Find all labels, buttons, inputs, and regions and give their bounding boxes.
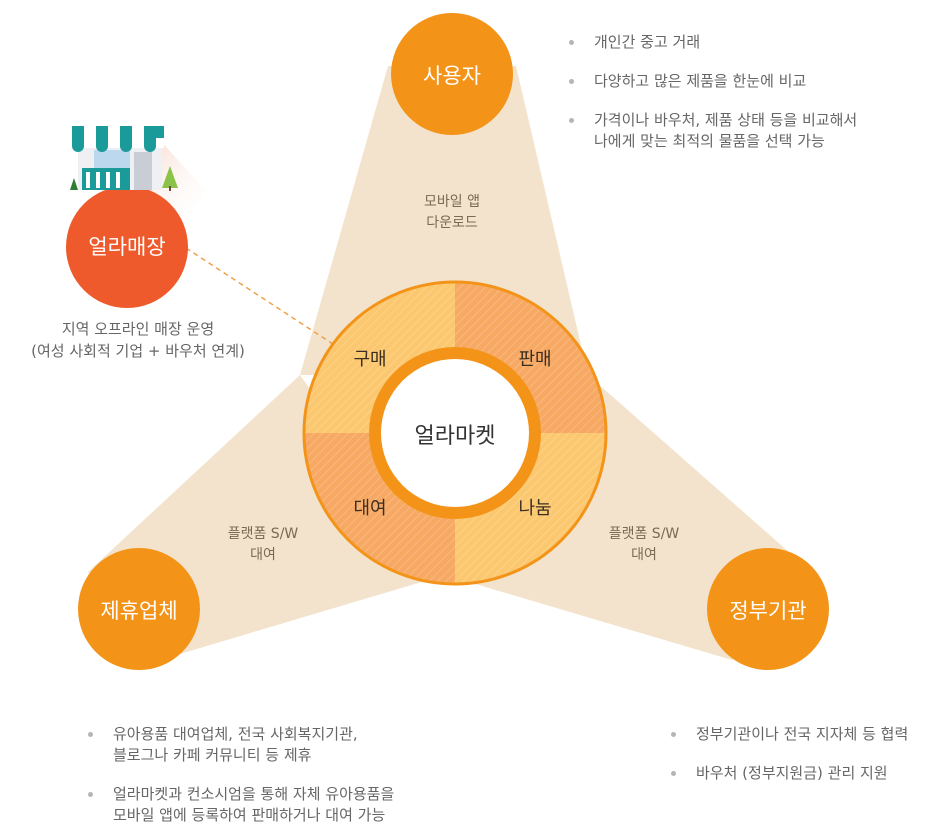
store-node [66, 186, 188, 308]
gov-points: 정부기관이나 전국 지자체 등 협력 바우처 (정부지원금) 관리 지원 [668, 724, 908, 784]
center-label: 얼라마켓 [414, 424, 496, 449]
store-caption: 지역 오프라인 매장 운영(여성 사회적 기업 + 바우처 연계) [31, 320, 245, 360]
list-item: 유아용품 대여업체, 전국 사회복지기관,블로그나 카페 커뮤니티 등 제휴 [85, 724, 394, 766]
quadrant-share-label: 나눔 [518, 498, 552, 519]
list-item: 바우처 (정부지원금) 관리 지원 [668, 763, 908, 784]
gov-node [707, 548, 829, 670]
quadrant-buy-label: 구매 [353, 349, 387, 370]
list-item: 다양하고 많은 제품을 한눈에 비교 [566, 71, 857, 92]
quadrant-sell-label: 판매 [518, 349, 552, 370]
partner-points: 유아용품 대여업체, 전국 사회복지기관,블로그나 카페 커뮤니티 등 제휴 얼… [85, 724, 394, 826]
partner-node-label: 제휴업체 [100, 599, 178, 623]
market-ring [302, 280, 608, 586]
partner-node [78, 548, 200, 670]
quadrant-rent-label: 대여 [353, 498, 387, 519]
list-item: 정부기관이나 전국 지자체 등 협력 [668, 724, 908, 745]
user-node [391, 13, 513, 135]
user-node-label: 사용자 [423, 64, 481, 88]
user-points: 개인간 중고 거래 다양하고 많은 제품을 한눈에 비교 가격이나 바우처, 제… [566, 32, 857, 152]
gov-node-label: 정부기관 [729, 599, 807, 623]
list-item: 개인간 중고 거래 [566, 32, 857, 53]
shop-icon [70, 126, 178, 191]
store-connector-line [185, 247, 346, 353]
store-node-label: 얼라매장 [88, 235, 166, 259]
